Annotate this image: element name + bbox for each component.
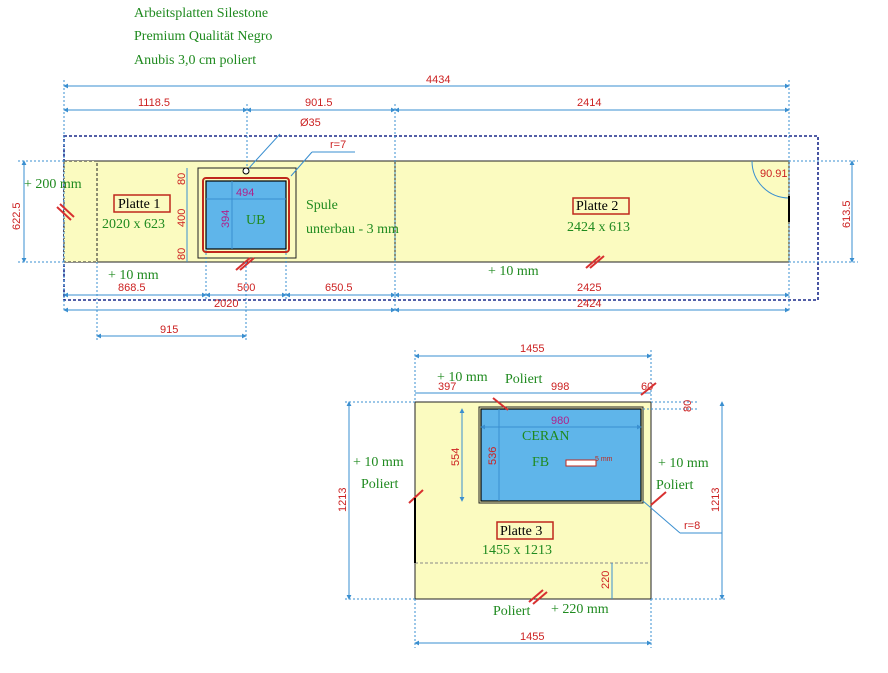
platte-2-label: Platte 2: [576, 199, 618, 214]
edge-marks-top: [56, 203, 605, 271]
sink-depth-label: 394: [220, 210, 232, 228]
platte-1-size: 2020 x 623: [102, 217, 165, 232]
right-plus10: + 10 mm: [658, 456, 709, 471]
dim-c2-label: 2424: [577, 298, 601, 310]
dim-80-label: 80: [682, 400, 694, 412]
ceran-width-label: 980: [551, 415, 569, 427]
platte-2-slab: [394, 160, 790, 263]
left-poliert: Poliert: [361, 477, 398, 492]
platte-2-tag-box: [572, 197, 630, 215]
angle-label: 90.91: [760, 168, 788, 180]
dim-h-left-label: 1213: [337, 488, 349, 512]
header-line-2: Premium Qualität Negro: [134, 29, 272, 44]
sink-label: UB: [246, 213, 265, 228]
radius-label: r=7: [330, 139, 346, 151]
dim-total-label: 4434: [426, 74, 450, 86]
top-outline-dashed: [63, 135, 819, 301]
tap-hole: [242, 167, 250, 175]
dim-397-label: 397: [438, 381, 456, 393]
angle-arc: [751, 160, 790, 199]
dim-3-label: 2414: [577, 97, 601, 109]
radius-leader: [290, 151, 313, 177]
spule-label-1: Spule: [306, 198, 338, 213]
dim-b1-label: 868.5: [118, 282, 146, 294]
platte-3-tag-box: [496, 521, 554, 540]
plus-10-left: + 10 mm: [108, 268, 159, 283]
dim-60-label: 60: [641, 381, 653, 393]
dim-e1-label: 915: [160, 324, 178, 336]
ceran-field: [480, 408, 642, 502]
header-line-1: Arbeitsplatten Silestone: [134, 6, 268, 21]
sink-basin: [205, 180, 287, 250]
r8-leader: [642, 500, 681, 534]
platte-1-tag-box: [113, 194, 171, 213]
poliert-bottom: Poliert: [493, 604, 530, 619]
plus10-top: + 10 mm: [437, 370, 488, 385]
plus-10-right: + 10 mm: [488, 264, 539, 279]
platte-3-label: Platte 3: [500, 524, 542, 539]
sink-radius-outline: [202, 177, 290, 253]
dim-sink-400-label: 400: [176, 209, 188, 227]
dim-b4-label: 2425: [577, 282, 601, 294]
dim-1-label: 1118.5: [138, 97, 170, 109]
dim-536-label: 536: [487, 447, 499, 465]
spule-label-2: unterbau - 3 mm: [306, 222, 399, 237]
dim-554-label: 554: [450, 448, 462, 466]
edge-marks-bottom: [408, 382, 667, 605]
hole-leader: [248, 133, 281, 169]
plus220-bottom: + 220 mm: [551, 602, 609, 617]
dim-998-label: 998: [551, 381, 569, 393]
dim-height-right-label: 613.5: [841, 200, 853, 228]
dim-c1-label: 2020: [214, 298, 238, 310]
hole-label: Ø35: [300, 117, 321, 129]
dim-sink-80b-label: 80: [176, 248, 188, 260]
left-plus10: + 10 mm: [353, 455, 404, 470]
platte-1-label: Platte 1: [118, 197, 160, 212]
poliert-top: Poliert: [505, 372, 542, 387]
dim-b3-label: 650.5: [325, 282, 353, 294]
header-line-3: Anubis 3,0 cm poliert: [134, 53, 256, 68]
sink-width-label: 494: [236, 187, 254, 199]
dim-sink-80a-label: 80: [176, 173, 188, 185]
r8-label: r=8: [684, 520, 700, 532]
ceran-label: CERAN: [522, 429, 569, 444]
dim-w-top-label: 1455: [520, 343, 544, 355]
platte-3-size: 1455 x 1213: [482, 543, 552, 558]
dim-2-label: 901.5: [305, 97, 333, 109]
mm5-label: 5 mm: [595, 456, 613, 463]
dim-height-left-label: 622.5: [11, 202, 23, 230]
left-extension-label: + 200 mm: [24, 177, 82, 192]
fb-label: FB: [532, 455, 549, 470]
right-poliert: Poliert: [656, 478, 693, 493]
dim-w-bot-label: 1455: [520, 631, 544, 643]
ceran-frame: [478, 406, 644, 504]
dim-h-right-label: 1213: [710, 488, 722, 512]
platte-2-size: 2424 x 613: [567, 220, 630, 235]
ceran-5mm-mark: [565, 459, 597, 467]
dim-220-label: 220: [600, 571, 612, 589]
